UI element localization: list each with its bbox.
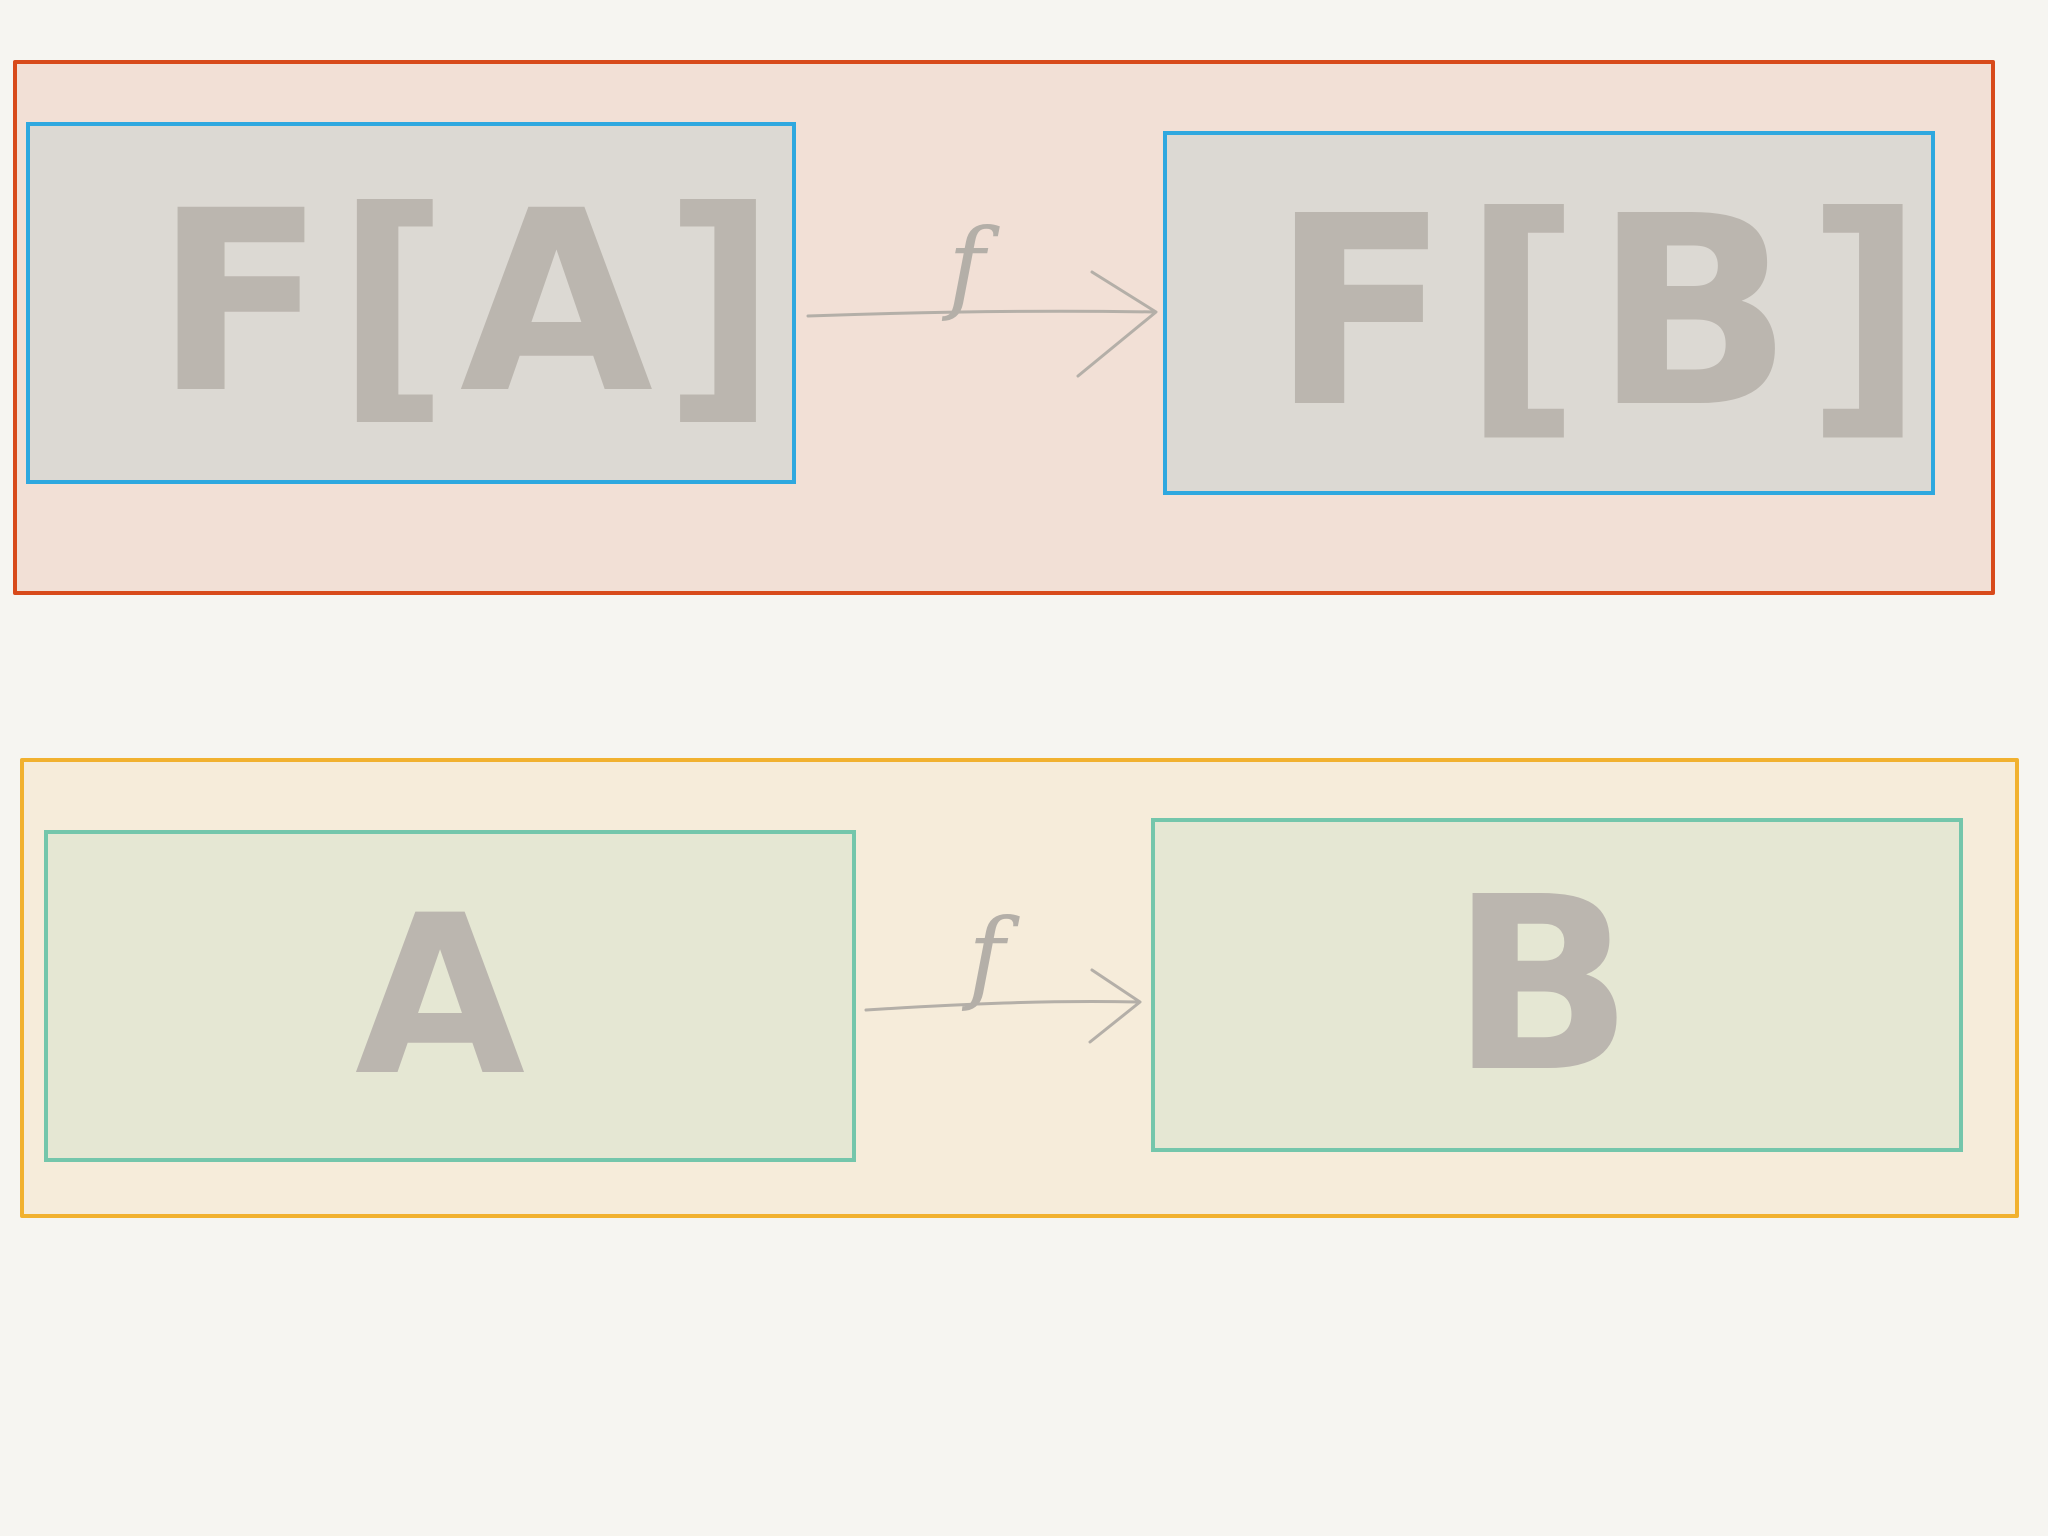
source-functor-label: F[A] (154, 157, 788, 448)
bottom-arrow-label: f (961, 897, 1020, 1014)
top-arrow-shaft (806, 309, 1157, 318)
target-functor-label: F[B] (1270, 160, 1938, 465)
bottom-arrow-shaft (864, 999, 1140, 1012)
source-value-box: A (44, 830, 856, 1162)
top-arrow-label: f (941, 207, 1000, 324)
top-arrow: f (806, 207, 1158, 378)
bottom-arrow: f (864, 897, 1142, 1044)
top-arrow-head (1076, 270, 1158, 378)
source-functor-box: F[A] (26, 122, 796, 484)
target-value-box: B (1151, 818, 1963, 1152)
target-functor-box: F[B] (1163, 131, 1935, 495)
source-value-label: A (354, 868, 526, 1124)
bottom-arrow-head (1088, 968, 1142, 1044)
target-value-label: B (1450, 845, 1634, 1125)
